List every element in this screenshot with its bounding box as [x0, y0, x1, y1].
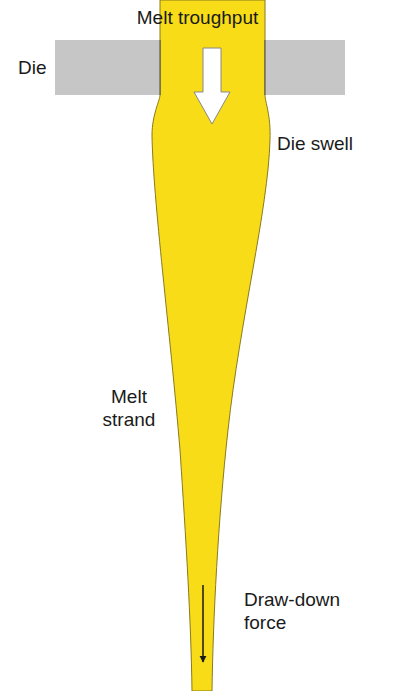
die-edge	[265, 40, 266, 95]
melt-strand	[152, 0, 270, 691]
die-edge	[160, 40, 161, 95]
part-label: Die	[18, 56, 54, 79]
force-arrow	[202, 585, 204, 662]
part-label: Die swell	[277, 132, 387, 155]
die-block	[265, 40, 345, 95]
flow-label: Melt troughput	[0, 6, 395, 29]
die-block	[55, 40, 160, 95]
force-label: Draw-down force	[244, 588, 362, 634]
part-label: Melt strand	[92, 385, 166, 431]
throughput-arrow	[194, 48, 230, 124]
